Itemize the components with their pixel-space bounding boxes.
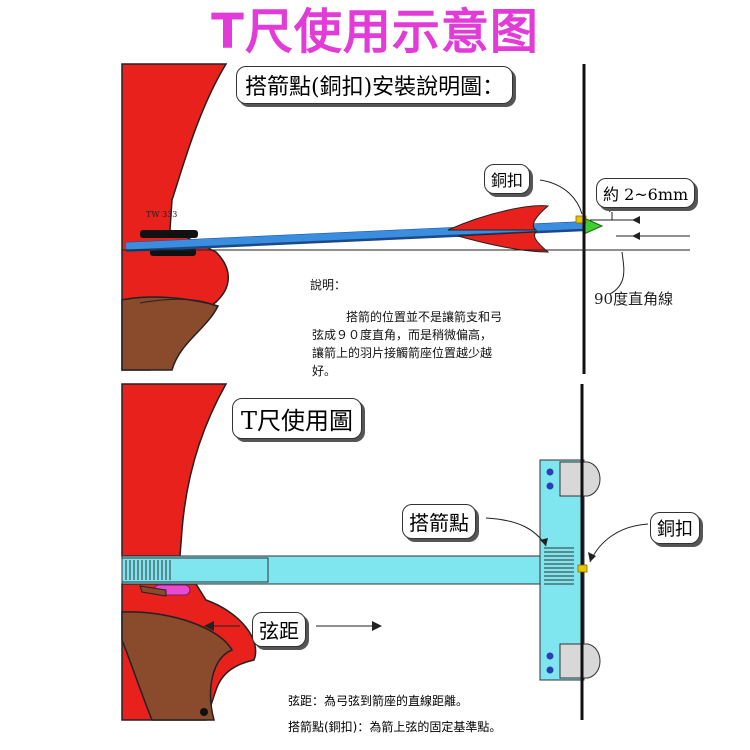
top-brass-nock bbox=[575, 215, 587, 224]
definition-brace-height: 弦距：為弓弦到箭座的直線距離。 bbox=[288, 694, 469, 708]
top-nock-leader bbox=[539, 179, 583, 215]
t-square-crosspiece bbox=[539, 459, 585, 681]
top-bow-riser bbox=[121, 63, 229, 371]
t-square-ruler-ticks bbox=[125, 560, 171, 580]
bottom-nock-callout: 銅扣 bbox=[650, 512, 700, 544]
t-square-bar bbox=[121, 555, 543, 585]
nocking-point-callout: 搭箭點 bbox=[402, 504, 476, 539]
nocking-point-leader bbox=[485, 517, 547, 547]
bottom-nock-leader bbox=[589, 523, 649, 563]
t-square-top-clip bbox=[559, 461, 601, 497]
brace-height-callout: 弦距 bbox=[252, 612, 306, 647]
top-angle-leader bbox=[609, 251, 625, 295]
note-line-3: 讓箭上的羽片接觸箭座位置越少越 bbox=[312, 346, 493, 360]
bottom-bow-riser bbox=[121, 383, 257, 721]
bottom-panel-heading: T尺使用圖 bbox=[232, 398, 363, 439]
note-line-2: 弦成９０度直角，而是稍微偏高， bbox=[312, 328, 493, 342]
distance-callout: 約 2~6mm bbox=[596, 178, 696, 208]
note-line-4: 好。 bbox=[312, 364, 337, 378]
top-nock-callout: 銅扣 bbox=[484, 164, 531, 194]
definition-nocking-point: 搭箭點(銅扣)：為箭上弦的固定基準點。 bbox=[288, 720, 502, 734]
angle-line-label: 90度直角線 bbox=[594, 290, 674, 308]
note-title: 說明： bbox=[310, 278, 347, 292]
top-panel-heading: 搭箭點(銅扣)安裝說明圖： bbox=[236, 66, 514, 104]
bow-marking: TW 333 bbox=[146, 210, 178, 219]
top-fletching-upper bbox=[447, 205, 550, 231]
page-title: T尺使用示意图 bbox=[211, 4, 539, 60]
top-fletching-lower bbox=[457, 231, 550, 253]
bottom-brass-nock bbox=[577, 564, 588, 573]
t-square-bottom-clip bbox=[559, 643, 601, 679]
note-line-1: 搭箭的位置並不是讓箭支和弓 bbox=[346, 310, 503, 324]
definitions: 弦距：為弓弦到箭座的直線距離。 搭箭點(銅扣)：為箭上弦的固定基準點。 bbox=[288, 688, 501, 740]
